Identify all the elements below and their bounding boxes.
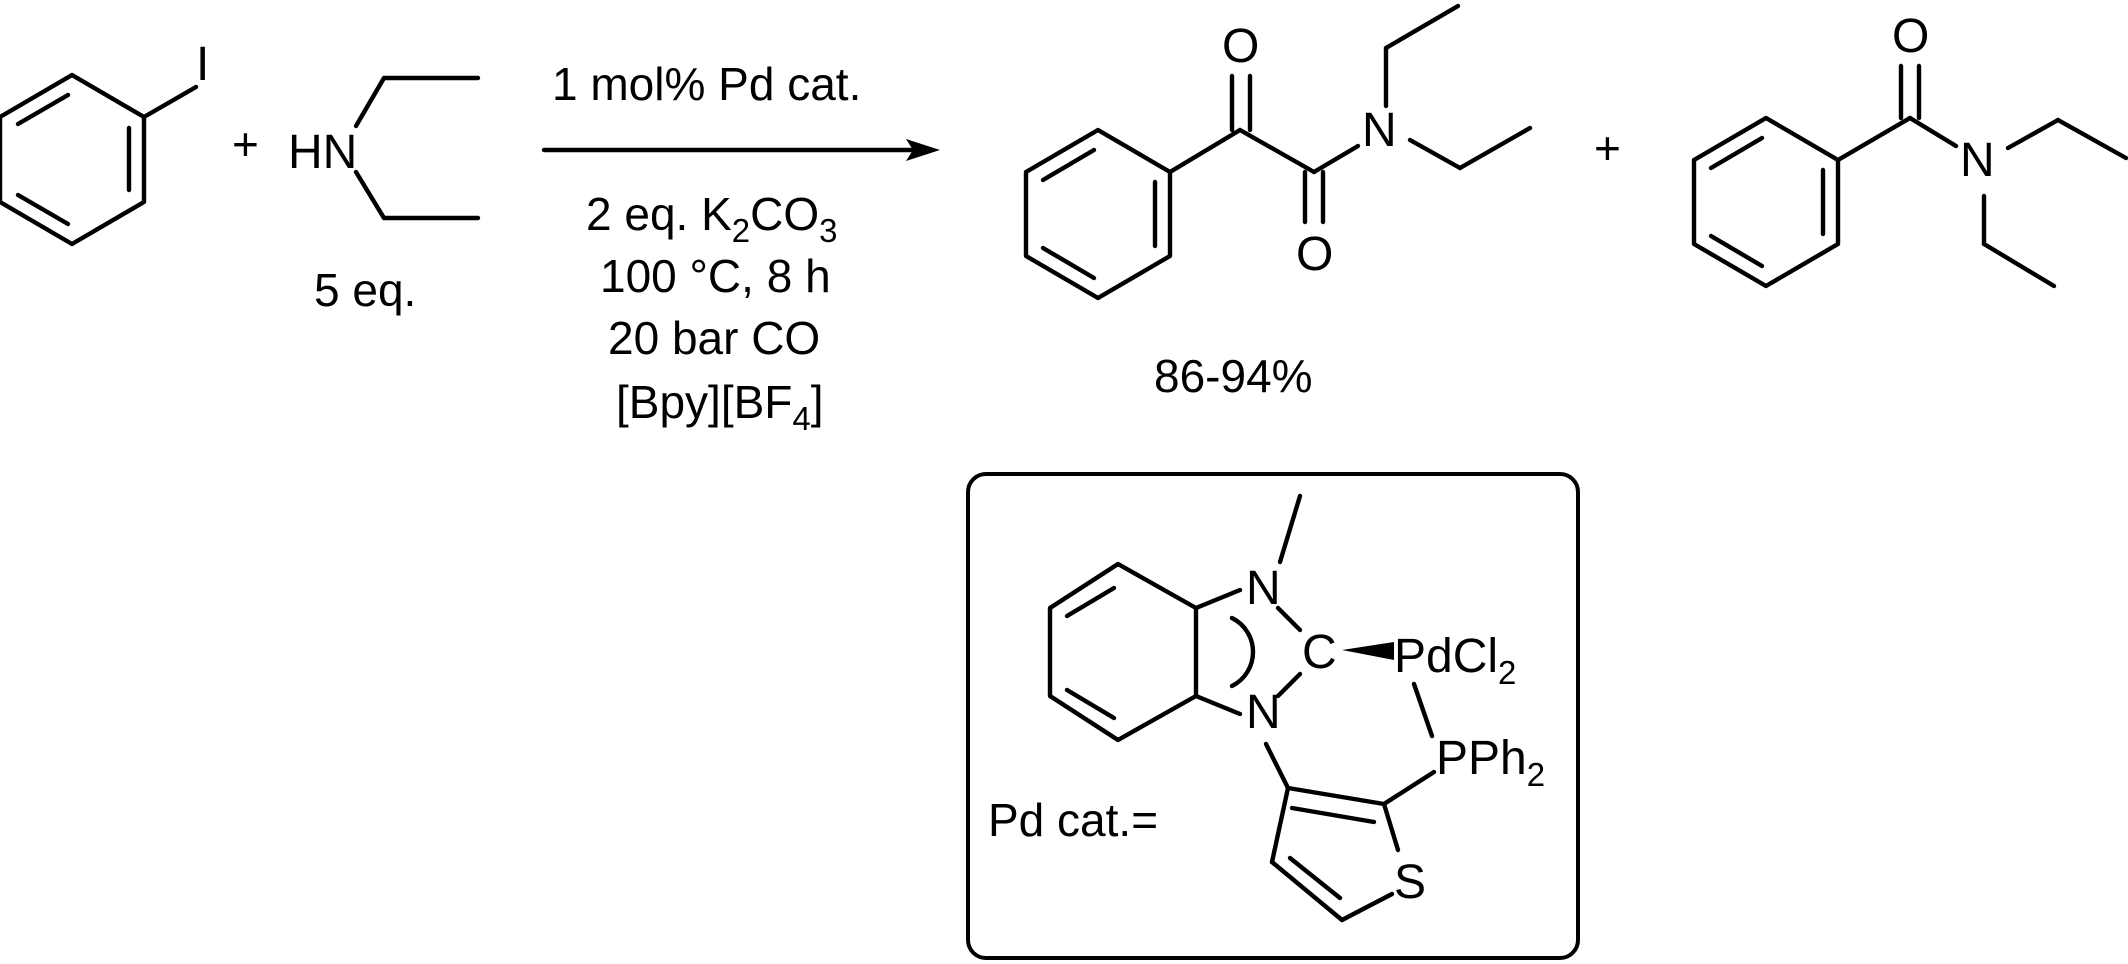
plus-sign-2: + <box>1594 122 1621 174</box>
amine-equivalents: 5 eq. <box>314 264 416 316</box>
diphenylphosphino-group: PPh2 <box>1436 732 1545 793</box>
thiophene-sulfur: S <box>1394 856 1426 909</box>
iodobenzene-structure: I <box>0 38 209 247</box>
ionic-liquid-solvent: [Bpy][BF4] <box>616 376 824 437</box>
benzamide-nitrogen: N <box>1960 134 1995 187</box>
palladium-dichloride: PdCl2 <box>1394 630 1516 691</box>
pd-catalyst-structure: N N C PdCl2 PPh2 S <box>1047 493 1545 923</box>
base-conditions: 2 eq. K2CO3 <box>586 188 838 249</box>
ketoamide-product-structure: O O N <box>1023 3 1533 301</box>
diethylamine-structure: HN <box>288 75 481 221</box>
amide-nitrogen: N <box>1362 104 1397 157</box>
temperature-time: 100 °C, 8 h <box>600 250 831 302</box>
ketone-oxygen: O <box>1222 20 1259 73</box>
catalyst-label: Pd cat.= <box>988 794 1158 846</box>
lower-ring-nitrogen: N <box>1246 686 1281 739</box>
benzamide-oxygen: O <box>1892 10 1929 63</box>
co-pressure: 20 bar CO <box>608 312 820 364</box>
carbene-carbon: C <box>1302 626 1337 679</box>
iodine-atom: I <box>196 38 209 91</box>
catalyst-loading: 1 mol% Pd cat. <box>552 58 861 110</box>
benzamide-product-structure: O N <box>1691 10 2128 289</box>
upper-ring-nitrogen: N <box>1246 562 1281 615</box>
amide-oxygen: O <box>1296 228 1333 281</box>
reaction-arrow <box>541 139 940 161</box>
hn-atom: HN <box>288 126 357 179</box>
product-yield: 86-94% <box>1154 350 1313 402</box>
catalyst-box <box>966 472 1580 960</box>
plus-sign-1: + <box>232 118 259 170</box>
